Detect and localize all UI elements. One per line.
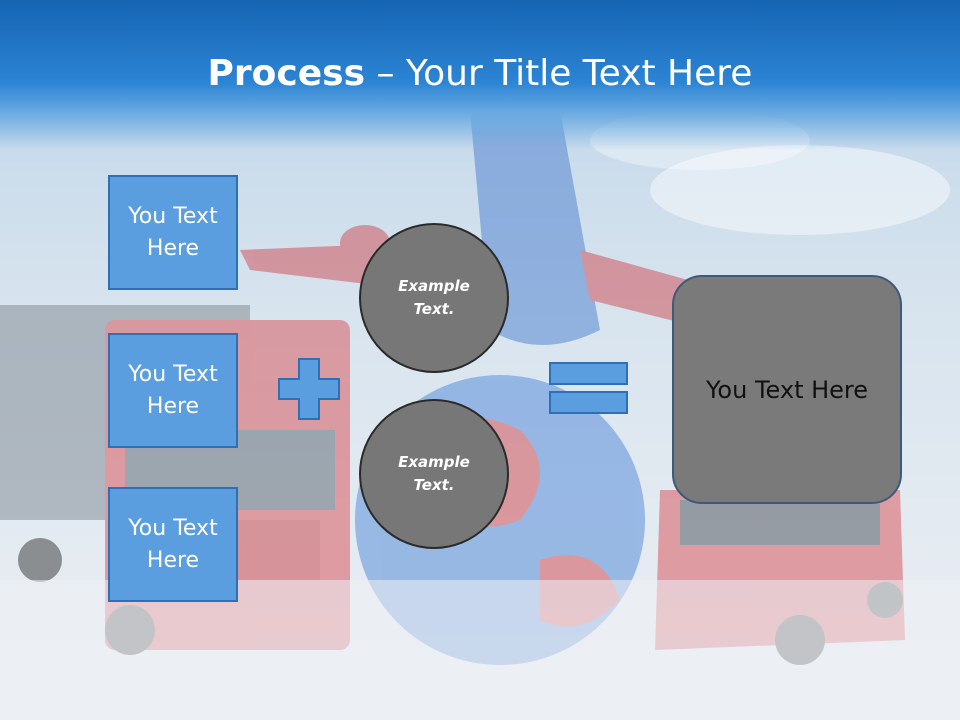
example-circle-1-text: Example Text.	[398, 277, 470, 318]
example-circle-2: Example Text.	[359, 399, 509, 549]
title-rest: – Your Title Text Here	[365, 53, 753, 94]
plus-icon	[278, 358, 340, 420]
input-box-3: You Text Here	[108, 487, 238, 602]
equals-icon	[549, 362, 628, 414]
input-box-1: You Text Here	[108, 175, 238, 290]
title-bar	[0, 0, 960, 150]
input-box-2: You Text Here	[108, 333, 238, 448]
result-box: You Text Here	[672, 275, 902, 504]
title-bold: Process	[207, 53, 366, 94]
example-circle-1: Example Text.	[359, 223, 509, 373]
page-title: Process – Your Title Text Here	[0, 50, 960, 98]
example-circle-2-text: Example Text.	[398, 453, 470, 494]
